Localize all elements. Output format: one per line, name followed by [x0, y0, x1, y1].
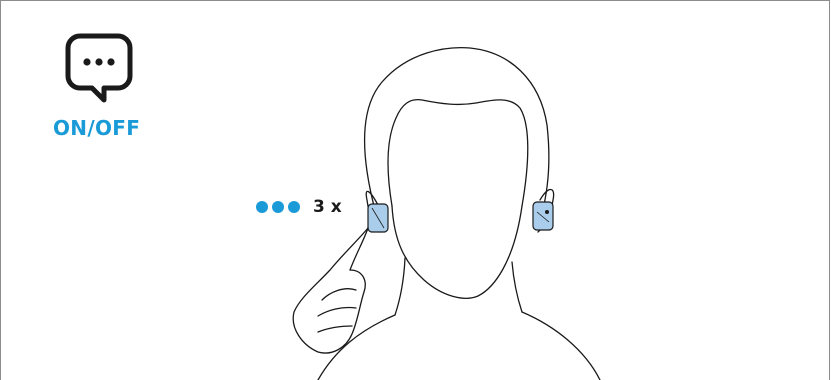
tapping-hand — [293, 228, 368, 353]
shoulder-right — [522, 312, 600, 380]
neck-left — [395, 258, 405, 315]
face-outline — [392, 206, 522, 298]
hairline — [388, 100, 528, 206]
earbud-left — [368, 204, 388, 232]
neck-right — [512, 262, 522, 312]
earbud-right — [533, 202, 553, 230]
